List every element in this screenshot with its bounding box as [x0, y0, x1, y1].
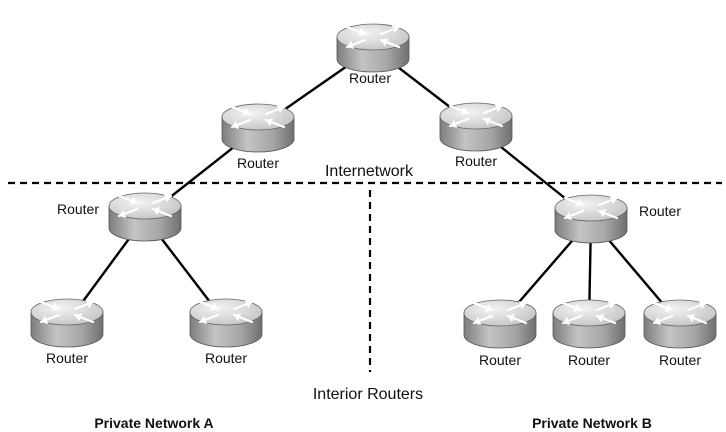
private-network-a-label: Private Network A: [94, 415, 213, 431]
router-icon-a2: [189, 298, 263, 348]
router-label-core: Router: [349, 70, 391, 86]
private-network-b-label: Private Network B: [532, 415, 652, 431]
router-label-edge-a: Router: [57, 201, 99, 217]
router-icon-left-mid: [221, 103, 295, 153]
router-icon-b2: [552, 299, 626, 349]
router-label-b2: Router: [568, 352, 610, 368]
routers-layer: [30, 23, 717, 349]
router-icon-edge-b: [554, 194, 628, 244]
interior-routers-label: Interior Routers: [313, 386, 423, 403]
router-label-right-mid: Router: [455, 153, 497, 169]
router-label-left-mid: Router: [237, 155, 279, 171]
internetwork-label: Internetwork: [325, 163, 414, 180]
router-label-b3: Router: [659, 352, 701, 368]
router-label-b1: Router: [479, 352, 521, 368]
router-icon-a1: [30, 298, 104, 348]
router-icon-right-mid: [439, 102, 513, 152]
router-labels: Router Router Router Router Router Route…: [46, 70, 701, 368]
router-label-a2: Router: [205, 350, 247, 366]
router-icon-b3: [643, 299, 717, 349]
router-icon-b1: [463, 299, 537, 349]
router-icon-edge-a: [108, 192, 182, 242]
router-icon-core: [336, 23, 410, 73]
router-label-a1: Router: [46, 350, 88, 366]
links-layer: [66, 47, 681, 325]
router-label-edge-b: Router: [639, 203, 681, 219]
